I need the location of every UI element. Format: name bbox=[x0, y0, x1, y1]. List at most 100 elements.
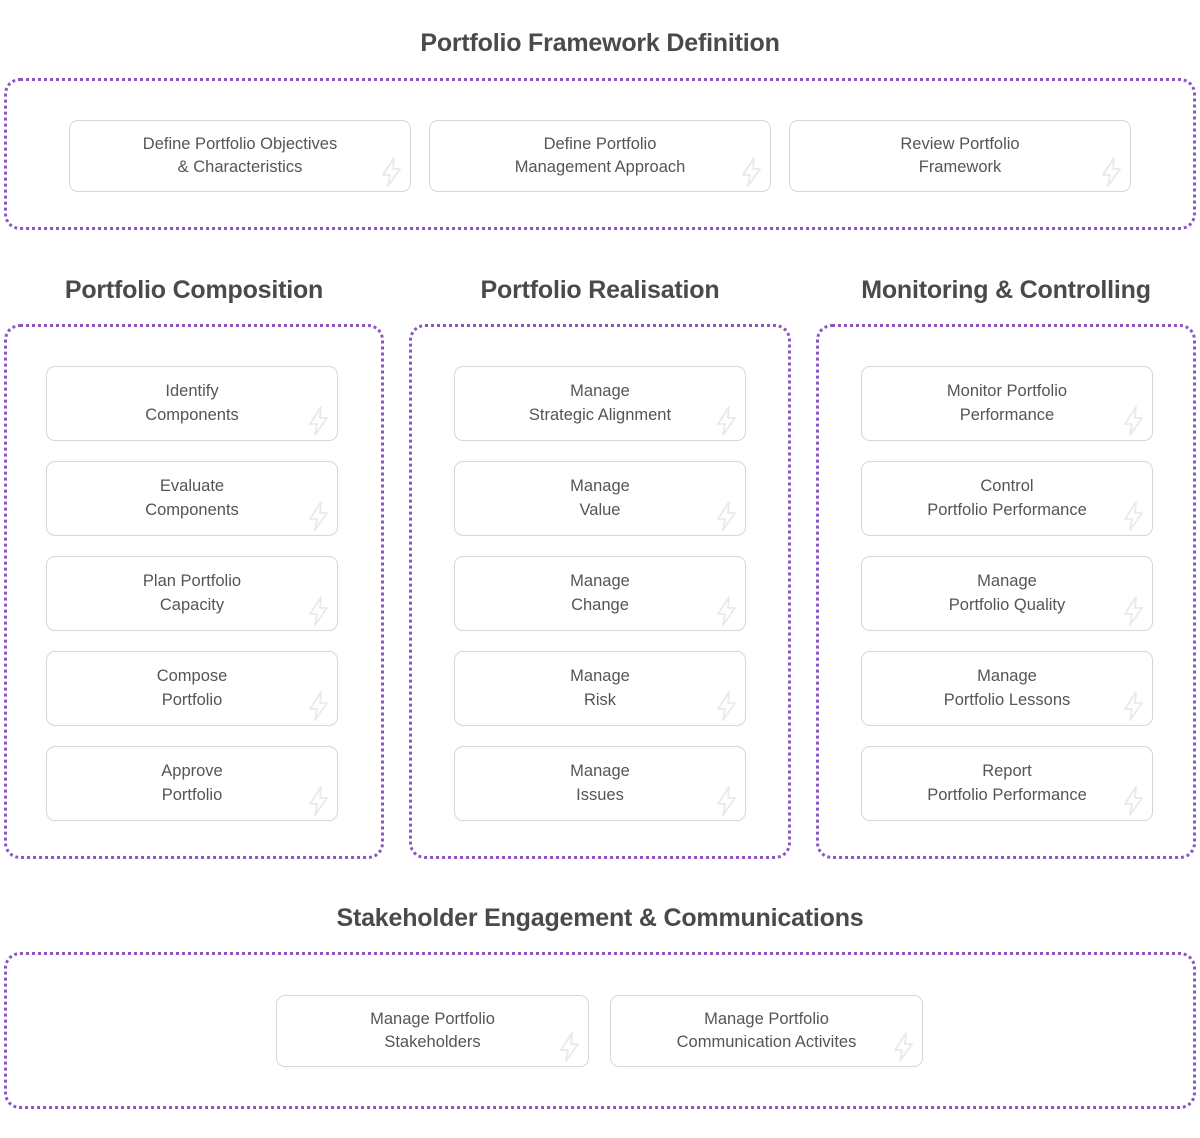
process-card-line-2: Portfolio Quality bbox=[948, 595, 1066, 614]
process-card-define-portfolio-objectives[interactable]: Define Portfolio Objectives & Characteri… bbox=[69, 120, 411, 192]
process-card-review-portfolio-framework[interactable]: Review Portfolio Framework bbox=[789, 120, 1131, 192]
process-card-manage-portfolio-stakeholders[interactable]: Manage Portfolio Stakeholders bbox=[276, 995, 589, 1067]
process-card-line-2: Capacity bbox=[159, 595, 225, 614]
process-card-label: Manage Strategic Alignment bbox=[515, 380, 685, 427]
lightning-bolt-icon bbox=[737, 154, 767, 190]
process-card-line-1: Manage bbox=[977, 667, 1037, 686]
process-card-manage-strategic-alignment[interactable]: Manage Strategic Alignment bbox=[454, 366, 746, 441]
process-card-line-1: Manage bbox=[570, 762, 630, 781]
lightning-bolt-icon bbox=[304, 783, 334, 819]
process-card-manage-value[interactable]: Manage Value bbox=[454, 461, 746, 536]
lightning-bolt-icon bbox=[304, 688, 334, 724]
process-card-label: Review Portfolio Framework bbox=[886, 133, 1033, 180]
section-title-portfolio-framework-definition: Portfolio Framework Definition bbox=[420, 29, 780, 57]
process-card-label: Define Portfolio Objectives & Characteri… bbox=[129, 133, 351, 180]
column-title-monitoring-controlling: Monitoring & Controlling bbox=[861, 276, 1151, 304]
process-card-line-2: Performance bbox=[959, 405, 1055, 424]
process-card-label: Approve Portfolio bbox=[147, 760, 236, 807]
process-card-plan-portfolio-capacity[interactable]: Plan Portfolio Capacity bbox=[46, 556, 338, 631]
lightning-bolt-icon bbox=[1119, 783, 1149, 819]
process-card-line-2: & Characteristics bbox=[177, 158, 303, 176]
process-card-line-2: Value bbox=[579, 500, 621, 519]
process-card-line-1: Approve bbox=[161, 762, 223, 781]
process-card-line-1: Review Portfolio bbox=[900, 134, 1020, 153]
process-card-line-1: Manage bbox=[570, 667, 630, 686]
process-card-label: Compose Portfolio bbox=[143, 665, 242, 712]
process-card-control-portfolio-performance[interactable]: Control Portfolio Performance bbox=[861, 461, 1153, 536]
lightning-bolt-icon bbox=[304, 403, 334, 439]
process-card-identify-components[interactable]: Identify Components bbox=[46, 366, 338, 441]
lightning-bolt-icon bbox=[889, 1029, 919, 1065]
process-card-manage-portfolio-quality[interactable]: Manage Portfolio Quality bbox=[861, 556, 1153, 631]
process-card-label: Manage Value bbox=[556, 475, 644, 522]
column-title-portfolio-composition: Portfolio Composition bbox=[64, 276, 324, 304]
process-card-report-portfolio-performance[interactable]: Report Portfolio Performance bbox=[861, 746, 1153, 821]
process-card-label: Plan Portfolio Capacity bbox=[129, 570, 255, 617]
process-card-line-2: Portfolio Lessons bbox=[943, 690, 1071, 709]
process-card-manage-risk[interactable]: Manage Risk bbox=[454, 651, 746, 726]
process-card-line-2: Risk bbox=[583, 690, 617, 709]
section-title-stakeholder-engagement-communications: Stakeholder Engagement & Communications bbox=[336, 904, 864, 932]
lightning-bolt-icon bbox=[377, 154, 407, 190]
lightning-bolt-icon bbox=[712, 593, 742, 629]
lightning-bolt-icon bbox=[1119, 498, 1149, 534]
process-card-manage-change[interactable]: Manage Change bbox=[454, 556, 746, 631]
process-card-line-1: Define Portfolio bbox=[543, 134, 657, 153]
process-card-label: Manage Portfolio Quality bbox=[935, 570, 1079, 617]
group-container-portfolio-framework-definition bbox=[4, 78, 1196, 230]
process-card-compose-portfolio[interactable]: Compose Portfolio bbox=[46, 651, 338, 726]
process-card-line-2: Change bbox=[571, 595, 629, 614]
process-card-line-2: Issues bbox=[576, 785, 624, 804]
process-card-label: Manage Portfolio Communication Activites bbox=[663, 1008, 871, 1055]
process-card-line-2: Portfolio Performance bbox=[927, 785, 1087, 804]
process-card-evaluate-components[interactable]: Evaluate Components bbox=[46, 461, 338, 536]
process-card-manage-portfolio-communication-activites[interactable]: Manage Portfolio Communication Activites bbox=[610, 995, 923, 1067]
process-card-line-2: Strategic Alignment bbox=[528, 405, 672, 424]
process-card-manage-issues[interactable]: Manage Issues bbox=[454, 746, 746, 821]
lightning-bolt-icon bbox=[712, 498, 742, 534]
process-card-line-1: Report bbox=[982, 762, 1032, 781]
process-card-line-1: Define Portfolio Objectives bbox=[142, 134, 338, 153]
process-card-line-1: Control bbox=[980, 477, 1034, 496]
process-card-label: Manage Change bbox=[556, 570, 644, 617]
lightning-bolt-icon bbox=[304, 593, 334, 629]
process-card-line-1: Identify bbox=[165, 382, 219, 401]
process-card-line-2: Components bbox=[145, 500, 239, 519]
process-card-label: Manage Risk bbox=[556, 665, 644, 712]
lightning-bolt-icon bbox=[712, 783, 742, 819]
process-card-label: Report Portfolio Performance bbox=[913, 760, 1101, 807]
process-card-line-1: Manage bbox=[570, 382, 630, 401]
process-card-label: Monitor Portfolio Performance bbox=[933, 380, 1081, 427]
process-card-approve-portfolio[interactable]: Approve Portfolio bbox=[46, 746, 338, 821]
process-card-line-1: Manage bbox=[570, 477, 630, 496]
process-card-line-1: Manage Portfolio bbox=[704, 1009, 829, 1028]
lightning-bolt-icon bbox=[1119, 593, 1149, 629]
process-card-line-1: Manage bbox=[977, 572, 1037, 591]
group-container-portfolio-realisation bbox=[409, 324, 791, 859]
process-card-line-2: Portfolio bbox=[161, 690, 223, 709]
process-card-label: Manage Portfolio Lessons bbox=[930, 665, 1085, 712]
process-card-label: Manage Issues bbox=[556, 760, 644, 807]
lightning-bolt-icon bbox=[712, 403, 742, 439]
process-card-line-1: Compose bbox=[156, 667, 228, 686]
process-card-manage-portfolio-lessons[interactable]: Manage Portfolio Lessons bbox=[861, 651, 1153, 726]
process-card-monitor-portfolio-performance[interactable]: Monitor Portfolio Performance bbox=[861, 366, 1153, 441]
column-title-portfolio-realisation: Portfolio Realisation bbox=[480, 276, 720, 304]
lightning-bolt-icon bbox=[712, 688, 742, 724]
process-card-line-2: Framework bbox=[918, 158, 1002, 176]
lightning-bolt-icon bbox=[1119, 403, 1149, 439]
process-card-label: Evaluate Components bbox=[131, 475, 253, 522]
lightning-bolt-icon bbox=[1119, 688, 1149, 724]
process-card-label: Define Portfolio Management Approach bbox=[501, 133, 700, 180]
process-card-line-2: Communication Activites bbox=[676, 1033, 857, 1051]
process-card-line-2: Management Approach bbox=[514, 158, 686, 176]
process-card-line-1: Manage bbox=[570, 572, 630, 591]
process-card-label: Manage Portfolio Stakeholders bbox=[356, 1008, 509, 1055]
process-card-line-1: Evaluate bbox=[159, 477, 225, 496]
process-card-line-2: Stakeholders bbox=[384, 1033, 481, 1051]
lightning-bolt-icon bbox=[555, 1029, 585, 1065]
process-card-label: Identify Components bbox=[131, 380, 253, 427]
process-card-define-portfolio-management-approach[interactable]: Define Portfolio Management Approach bbox=[429, 120, 771, 192]
lightning-bolt-icon bbox=[304, 498, 334, 534]
